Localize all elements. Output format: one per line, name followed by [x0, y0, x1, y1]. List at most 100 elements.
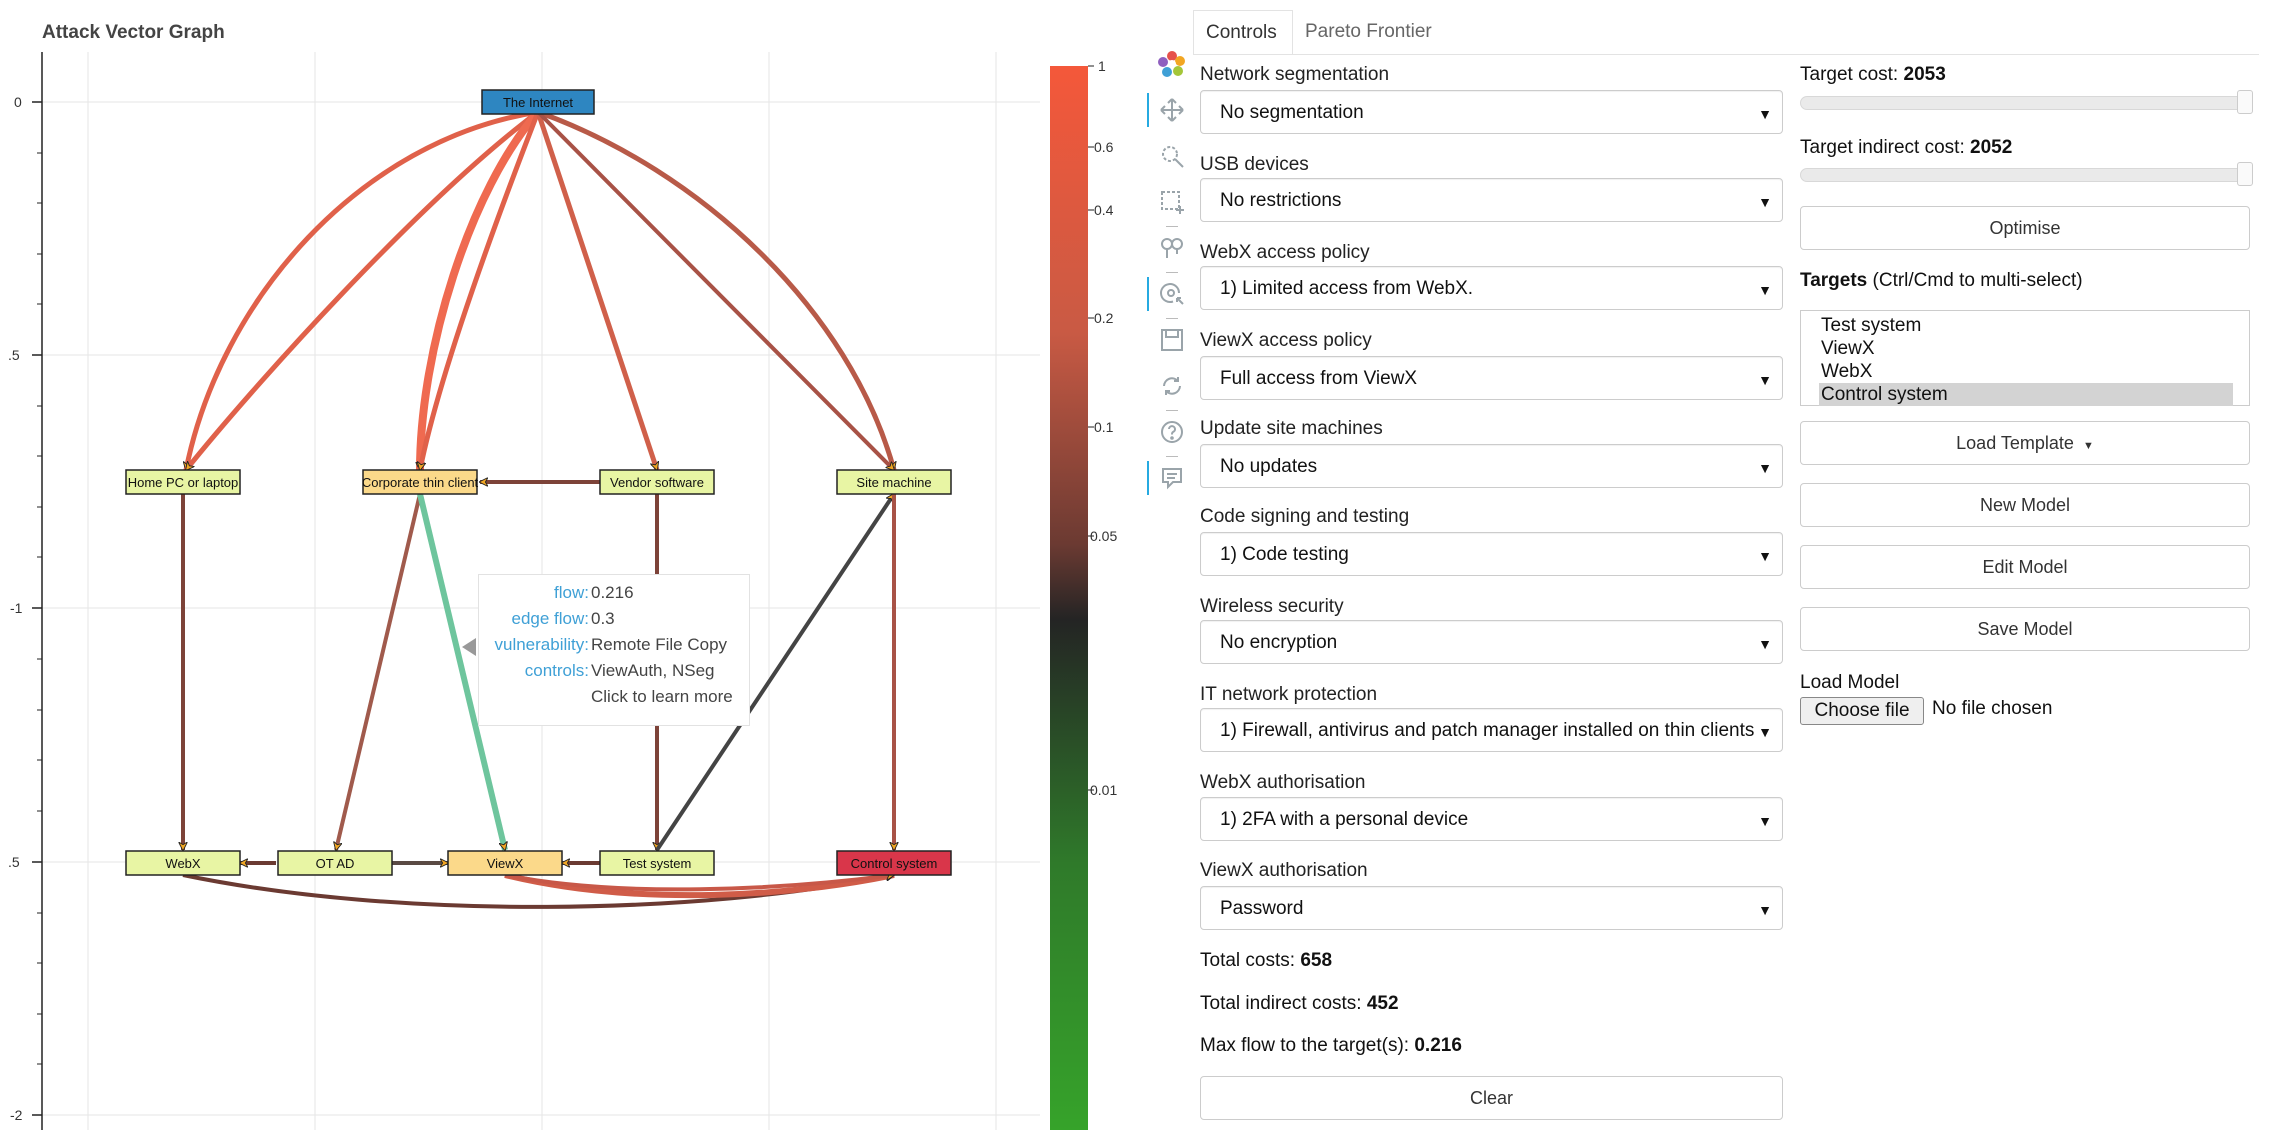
- target-option[interactable]: Test system: [1821, 315, 1922, 336]
- slider-handle[interactable]: [2237, 162, 2253, 186]
- node-label: Vendor software: [610, 475, 704, 490]
- dropdown-arrow-icon: ▼: [1758, 813, 1772, 829]
- max-flow-value: 0.216: [1414, 1035, 1462, 1056]
- viewx-access-policy-label: ViewX access policy: [1200, 330, 1372, 351]
- tooltip-row: edge flow: 0.3: [479, 609, 749, 633]
- tooltip-row: vulnerability: Remote File Copy: [479, 635, 749, 659]
- tab-controls[interactable]: Controls: [1193, 10, 1293, 54]
- dropdown-arrow-icon: ▼: [1758, 460, 1772, 476]
- comment-icon[interactable]: [1156, 462, 1188, 494]
- node-control-system[interactable]: Control system: [836, 850, 952, 876]
- tooltip-value: Remote File Copy: [591, 635, 728, 654]
- new-model-button[interactable]: New Model: [1800, 483, 2250, 527]
- node-the-internet[interactable]: The Internet: [481, 89, 595, 115]
- edge-internet-thinclient[interactable]: [420, 109, 542, 470]
- edge-viewx-controlsystem[interactable]: [504, 875, 894, 892]
- slider-handle[interactable]: [2237, 90, 2253, 114]
- node-viewx[interactable]: ViewX: [447, 850, 563, 876]
- network-segmentation-select[interactable]: No segmentation▼: [1200, 90, 1783, 134]
- node-test-system[interactable]: Test system: [599, 850, 715, 876]
- select-value: 1) Code testing: [1220, 544, 1349, 565]
- webx-access-policy-select[interactable]: 1) Limited access from WebX.▼: [1200, 266, 1783, 310]
- total-costs-value: 658: [1300, 950, 1333, 971]
- graph-edges[interactable]: [183, 109, 896, 909]
- edge-internet-vendor[interactable]: [535, 111, 657, 470]
- targets-label: Targets (Ctrl/Cmd to multi-select): [1800, 270, 2083, 292]
- node-label: Corporate thin client: [362, 475, 479, 490]
- target-option-selected[interactable]: Control system: [1819, 383, 2233, 406]
- zoom-icon[interactable]: [1156, 140, 1188, 172]
- edge-internet-site[interactable]: [537, 109, 894, 470]
- tooltip-key: flow:: [554, 583, 589, 602]
- bokeh-logo-icon[interactable]: [1156, 48, 1188, 80]
- edge-internet-thinclient[interactable]: [420, 111, 541, 470]
- node-label: ViewX: [487, 856, 524, 871]
- optimise-button[interactable]: Optimise: [1800, 206, 2250, 250]
- colorbar-tick-label: 1: [1098, 58, 1106, 74]
- clear-button[interactable]: Clear: [1200, 1076, 1783, 1120]
- usb-devices-select[interactable]: No restrictions▼: [1200, 178, 1783, 222]
- target-cost-slider[interactable]: [1800, 90, 2253, 114]
- reset-icon[interactable]: [1156, 370, 1188, 402]
- total-costs: Total costs: 658: [1200, 950, 1332, 972]
- update-site-machines-label: Update site machines: [1200, 418, 1383, 439]
- save-model-button[interactable]: Save Model: [1800, 607, 2250, 651]
- dropdown-arrow-icon: ▼: [1758, 372, 1772, 388]
- max-flow: Max flow to the target(s): 0.216: [1200, 1035, 1462, 1057]
- toolbar-divider: [1166, 226, 1178, 227]
- webx-authorisation-label: WebX authorisation: [1200, 772, 1366, 793]
- edge-internet-site[interactable]: [536, 110, 896, 472]
- edge-internet-homepc[interactable]: [186, 109, 539, 470]
- tooltip-value: 0.216: [591, 583, 634, 602]
- edge-thinclient-viewx-highlighted[interactable]: [417, 493, 505, 850]
- pan-icon[interactable]: [1156, 94, 1188, 126]
- node-home-pc[interactable]: Home PC or laptop: [125, 469, 241, 495]
- target-option[interactable]: WebX: [1821, 361, 1873, 382]
- edge-viewx-controlsystem[interactable]: [504, 875, 894, 899]
- choose-file-button[interactable]: Choose file: [1800, 697, 1924, 725]
- node-vendor-software[interactable]: Vendor software: [599, 469, 715, 495]
- target-indirect-cost-label: Target indirect cost:: [1800, 137, 1965, 158]
- viewx-access-policy-select[interactable]: Full access from ViewX▼: [1200, 356, 1783, 400]
- save-icon[interactable]: [1156, 324, 1188, 356]
- colorbar-tick-label: 0.6: [1094, 139, 1114, 155]
- update-site-machines-select[interactable]: No updates▼: [1200, 444, 1783, 488]
- tooltip-row: controls: ViewAuth, NSeg: [479, 661, 749, 685]
- dropdown-arrow-icon: ▼: [1758, 106, 1772, 122]
- tap-icon[interactable]: [1156, 232, 1188, 264]
- target-option[interactable]: ViewX: [1821, 338, 1875, 359]
- attack-vector-graph[interactable]: 0 .5 -1 .5 -2 The Internet: [0, 50, 1140, 1146]
- node-webx[interactable]: WebX: [125, 850, 241, 876]
- viewx-authorisation-select[interactable]: Password▼: [1200, 886, 1783, 930]
- code-signing-select[interactable]: 1) Code testing▼: [1200, 532, 1783, 576]
- hover-icon[interactable]: [1156, 278, 1188, 310]
- dropdown-arrow-icon: ▼: [1758, 902, 1772, 918]
- load-template-button[interactable]: Load Template ▼: [1800, 421, 2250, 465]
- file-status: No file chosen: [1932, 698, 2053, 719]
- tab-pareto-frontier[interactable]: Pareto Frontier: [1305, 21, 1432, 42]
- wireless-security-select[interactable]: No encryption▼: [1200, 620, 1783, 664]
- edge-thinclient-otad[interactable]: [336, 493, 422, 850]
- node-corporate-thin-client[interactable]: Corporate thin client: [362, 469, 479, 495]
- dropdown-arrow-icon: ▼: [1758, 724, 1772, 740]
- box-select-icon[interactable]: [1156, 186, 1188, 218]
- load-model-label: Load Model: [1800, 672, 1900, 693]
- edit-model-button[interactable]: Edit Model: [1800, 545, 2250, 589]
- targets-multiselect[interactable]: Test system ViewX WebX Control system: [1800, 310, 2250, 406]
- help-icon[interactable]: [1156, 416, 1188, 448]
- colorbar-tick-label: 0.4: [1094, 202, 1114, 218]
- webx-authorisation-select[interactable]: 1) 2FA with a personal device▼: [1200, 797, 1783, 841]
- target-indirect-cost-slider[interactable]: [1800, 162, 2253, 186]
- colorbar-tick-label: 0.01: [1090, 782, 1117, 798]
- edge-testsystem-site[interactable]: [655, 494, 896, 852]
- tooltip-learn-more[interactable]: Click to learn more: [591, 687, 733, 706]
- it-network-protection-select[interactable]: 1) Firewall, antivirus and patch manager…: [1200, 708, 1783, 752]
- tooltip-key: controls:: [524, 661, 589, 680]
- usb-devices-label: USB devices: [1200, 154, 1309, 175]
- edge-internet-homepc[interactable]: [184, 109, 540, 472]
- node-site-machine[interactable]: Site machine: [836, 469, 952, 495]
- wireless-security-label: Wireless security: [1200, 596, 1344, 617]
- graph-nodes[interactable]: The Internet Home PC or laptop Corporate…: [125, 89, 952, 876]
- toolbar-divider: [1166, 272, 1178, 273]
- node-ot-ad[interactable]: OT AD: [277, 850, 393, 876]
